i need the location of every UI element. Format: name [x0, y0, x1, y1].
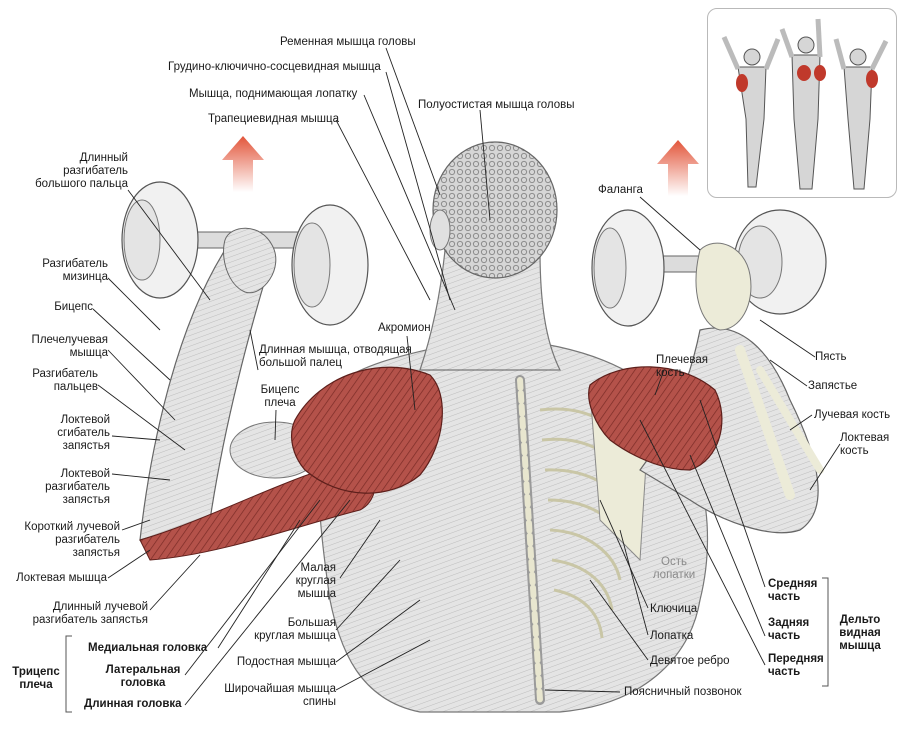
label-loktevaya-kost: Локтевая кость: [840, 432, 890, 457]
label-loktevoy-razgib: Локтевой разгибатель запястья: [45, 468, 110, 506]
label-razgib-palcev: Разгибатель пальцев: [32, 368, 98, 393]
left-arm: [139, 239, 376, 561]
label-devyatoe: Девятое ребро: [650, 655, 730, 667]
right-deltoid: [588, 366, 723, 471]
label-zadnyaya: Задняя часть: [768, 617, 810, 642]
label-falanga: Фаланга: [598, 184, 643, 196]
label-grudino: Грудино-ключично-сосцевидная мышца: [168, 61, 381, 73]
label-pyast: Пясть: [815, 351, 847, 363]
label-perednyaya: Передняя часть: [768, 653, 824, 678]
label-klyuchica: Ключица: [650, 603, 698, 615]
label-malaya-kruglaya: Малая круглая мышца: [295, 562, 336, 600]
arrow-up-icon: [657, 140, 699, 196]
left-deltoid: [291, 366, 443, 494]
label-triceps: Трицепс плеча: [12, 666, 60, 691]
label-plechevaya: Плечевая кость: [656, 354, 708, 379]
right-arm: [639, 327, 824, 534]
bracket-deltoid: [822, 577, 829, 687]
bracket-triceps: [65, 635, 72, 713]
left-dumbbell: [121, 181, 369, 326]
label-razgib-mizinca: Разгибатель мизинца: [42, 258, 108, 283]
label-dlinny-razgib: Длинный разгибатель большого пальца: [35, 152, 128, 190]
label-srednyaya: Средняя часть: [768, 578, 818, 603]
label-lopatka: Лопатка: [650, 630, 694, 642]
label-akromion: Акромион: [378, 322, 431, 334]
right-dumbbell: [591, 209, 827, 331]
label-shirochayshaya: Широчайшая мышца спины: [224, 683, 336, 708]
label-biceps-plecha: Бицепс плеча: [260, 384, 300, 409]
label-dlinny-luchevoy: Длинный лучевой разгибатель запястья: [32, 601, 148, 626]
head-neck: [419, 141, 561, 371]
inset-figures: [721, 18, 889, 190]
label-bolshaya-kruglaya: Большая круглая мышца: [254, 617, 336, 642]
label-lateralnaya: Латеральная головка: [105, 664, 181, 689]
label-trapeciya: Трапециевидная мышца: [208, 113, 339, 125]
label-loktevoy-sgibatel: Локтевой сгибатель запястья: [57, 414, 110, 452]
label-poluostistaya: Полуостистая мышца головы: [418, 99, 575, 111]
label-dlinnaya-golovka: Длинная головка: [84, 698, 182, 710]
arrow-up-icon: [222, 136, 264, 192]
label-podnimayushaya: Мышца, поднимающая лопатку: [189, 88, 358, 100]
label-poyasnichny: Поясничный позвонок: [624, 686, 742, 698]
label-korotkiy: Короткий лучевой разгибатель запястья: [24, 521, 120, 559]
label-medialnaya: Медиальная головка: [88, 642, 208, 654]
label-podostnaya: Подостная мышца: [236, 656, 336, 668]
label-loktevaya-myshca: Локтевая мышца: [16, 572, 107, 584]
label-luchevaya: Лучевая кость: [814, 409, 891, 421]
label-zapyaste: Запястье: [808, 380, 858, 392]
label-remennaya: Ременная мышца головы: [280, 36, 416, 48]
inset-figures-panel: [707, 8, 897, 198]
label-dlinnaya-otvod: Длинная мышца, отводящая большой палец: [259, 344, 412, 369]
label-plecheluchevaya: Плечелучевая мышца: [31, 334, 108, 359]
label-biceps: Бицепс: [54, 301, 93, 313]
leader-lines: [92, 47, 841, 706]
label-os-lopatki: Ость лопатки: [652, 556, 696, 581]
label-delto: Дельто видная мышца: [839, 614, 881, 652]
